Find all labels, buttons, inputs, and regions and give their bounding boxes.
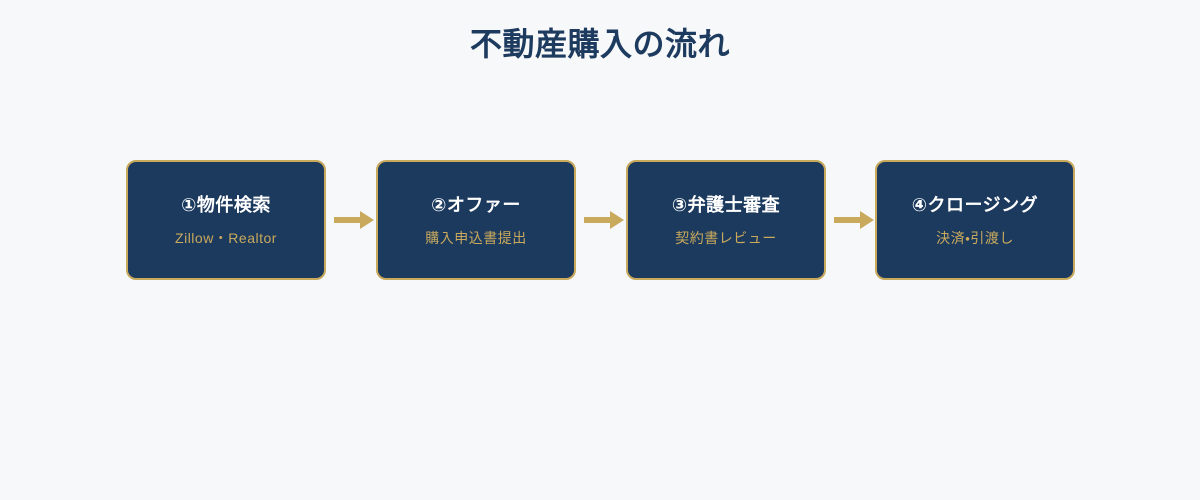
flow-step-3[interactable]: ③弁護士審査 契約書レビュー [626,160,826,280]
flow-step-2-title: ②オファー [431,195,521,215]
flow-step-3-title: ③弁護士審査 [671,195,781,215]
arrow-head [610,211,624,229]
arrow-right-icon-2 [576,211,626,229]
flow-step-1-subtitle: Zillow・Realtor [175,230,277,246]
flow-step-1[interactable]: ①物件検索 Zillow・Realtor [126,160,326,280]
arrow-shaft [834,217,862,223]
page-title: 不動産購入の流れ [469,26,730,62]
flow-step-3-subtitle: 契約書レビュー [675,230,777,246]
flow-step-1-title: ①物件検索 [181,195,271,215]
arrow-shaft [334,217,362,223]
flow-step-4-title: ④クロージング [911,195,1039,215]
arrow-right-icon-1 [326,211,376,229]
arrow-head [360,211,374,229]
arrow-shaft [584,217,612,223]
arrow-head [860,211,874,229]
flow-step-2[interactable]: ②オファー 購入申込書提出 [376,160,576,280]
arrow-right-icon-3 [826,211,876,229]
flow-steps-container: ①物件検索 Zillow・Realtor ②オファー 購入申込書提出 ③弁護士審… [126,160,1075,280]
flow-step-4-subtitle: 決済・引渡し [936,230,1014,246]
flow-step-2-subtitle: 購入申込書提出 [425,230,527,246]
flow-step-4[interactable]: ④クロージング 決済・引渡し [875,160,1075,280]
